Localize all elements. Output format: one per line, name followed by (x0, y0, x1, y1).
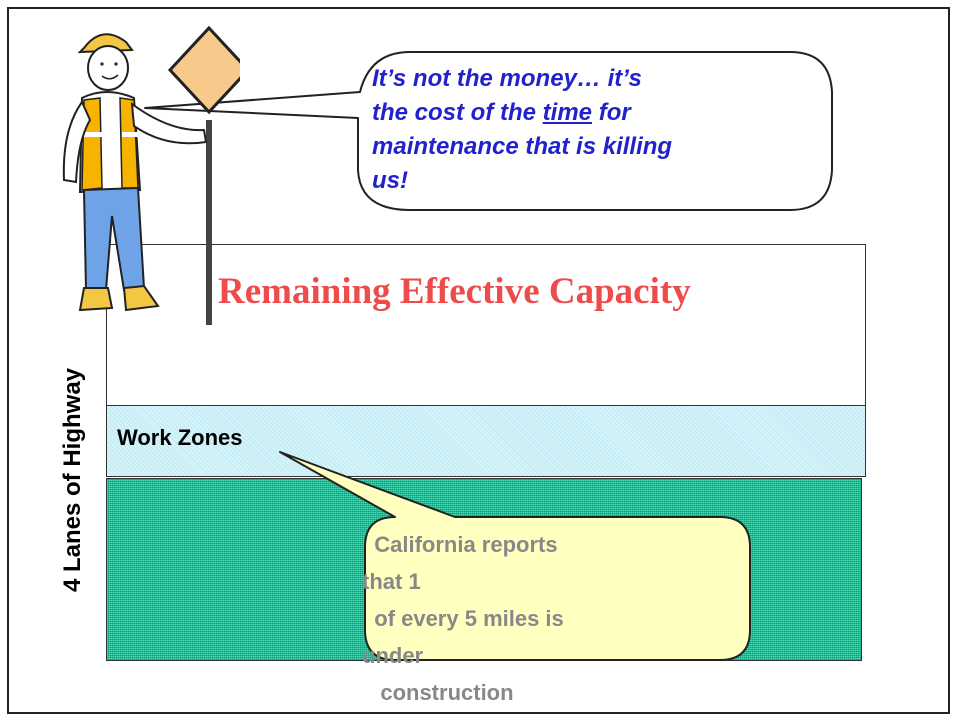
quote-line-2: the cost of the time for (372, 96, 772, 130)
work-zones-band (106, 405, 866, 477)
callout-line-3: of every 5 miles is (362, 606, 564, 631)
callout-line-2: that 1 (362, 569, 421, 594)
california-callout-text: California reports that 1 of every 5 mil… (362, 526, 682, 711)
quote-bubble-shape (144, 51, 833, 211)
quote-line-3: maintenance that is killing (372, 133, 673, 160)
callout-line-1: California reports (362, 532, 558, 557)
callout-bubble-shape (279, 451, 751, 661)
quote-line-4: us! (372, 167, 408, 194)
quote-line-2-end: for (592, 99, 631, 126)
quote-line-2-start: the cost of the (372, 99, 543, 126)
callout-line-4: under (362, 643, 424, 668)
quote-emphasis-time: time (542, 99, 593, 126)
construction-worker-icon (62, 25, 240, 325)
work-zones-label: Work Zones (117, 425, 243, 450)
remaining-capacity-title: Remaining Effective Capacity (218, 271, 691, 312)
remaining-capacity-region (106, 244, 866, 406)
callout-line-5: construction (362, 680, 514, 705)
diamond-road-sign-icon (167, 25, 240, 115)
sign-pole (206, 120, 212, 325)
quote-line-1: It’s not the money… it’s (372, 65, 642, 92)
maintenance-quote: It’s not the money… it’s the cost of the… (372, 62, 772, 198)
